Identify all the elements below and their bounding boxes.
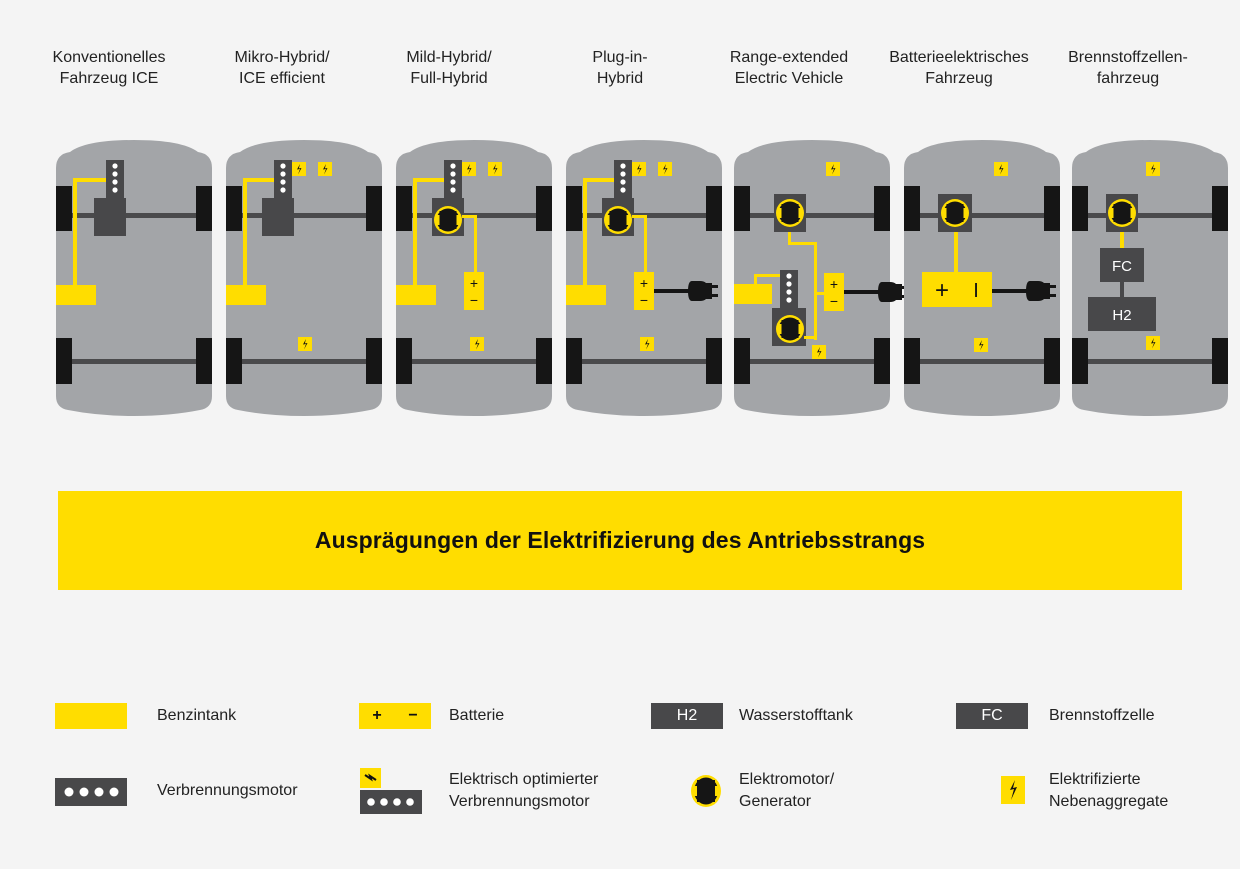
column-title-mild-hybrid: Mild-Hybrid/Full-Hybrid	[406, 49, 492, 87]
legend-label-fuel-cell: Brennstoffzelle	[1049, 707, 1155, 724]
svg-text:−: −	[830, 293, 838, 309]
vehicle-diagram-range-extended: + −	[728, 140, 908, 416]
svg-text:+: +	[935, 277, 949, 304]
diagram-title-banner: Ausprägungen der Elektrifizierung des An…	[58, 491, 1182, 590]
vehicle-diagram-fcev: FC H2	[1066, 140, 1234, 416]
column-title-micro-hybrid: Mikro-Hybrid/ICE efficient	[234, 49, 330, 87]
hydrogen-tank-icon: H2	[651, 703, 723, 729]
legend-label-electric-motor: Elektromotor/ Generator	[739, 771, 835, 810]
vehicle-diagram-plug-in-hybrid: + −	[560, 140, 728, 416]
column-title-fcev: Brennstoffzellen-fahrzeug	[1068, 49, 1188, 87]
vehicle-diagram-mild-hybrid: + −	[390, 140, 558, 416]
svg-text:FC: FC	[1112, 258, 1132, 275]
svg-text:I: I	[973, 280, 979, 302]
legend-label-battery: Batterie	[449, 707, 505, 724]
electric-motor-icon	[690, 774, 722, 813]
battery-icon: +−	[359, 703, 431, 729]
fuel-tank-icon	[55, 703, 127, 729]
svg-text:−: −	[470, 292, 478, 308]
vehicle-diagram-ice	[50, 140, 218, 416]
vehicle-diagram-micro-hybrid	[220, 140, 388, 416]
vehicle-diagram-bev: + I	[898, 140, 1066, 416]
diagram-title: Ausprägungen der Elektrifizierung des An…	[314, 527, 926, 553]
svg-text:H2: H2	[1112, 307, 1131, 324]
svg-text:+: +	[640, 275, 648, 291]
electrified-auxiliaries-icon	[1001, 776, 1025, 809]
svg-text:−: −	[640, 292, 648, 308]
legend-label-combustion-engine: Verbrennungsmotor	[157, 782, 298, 799]
legend-label-electrified-auxiliaries: Elektrifizierte Nebenaggregate	[1049, 771, 1169, 810]
legend-label-hydrogen-tank: Wasserstofftank	[739, 707, 853, 724]
electrically-optimized-engine-icon	[360, 768, 422, 821]
legend-label-electrically-optimized-engine: Elektrisch optimierter Verbrennungsmotor	[449, 771, 599, 810]
legend-label-fuel-tank: Benzintank	[157, 707, 237, 724]
fuel-cell-icon: FC	[956, 703, 1028, 729]
svg-text:+: +	[830, 276, 838, 292]
svg-text:+: +	[470, 275, 478, 291]
column-title-plug-in-hybrid: Plug-in-Hybrid	[592, 49, 648, 87]
combustion-engine-icon	[55, 778, 127, 811]
